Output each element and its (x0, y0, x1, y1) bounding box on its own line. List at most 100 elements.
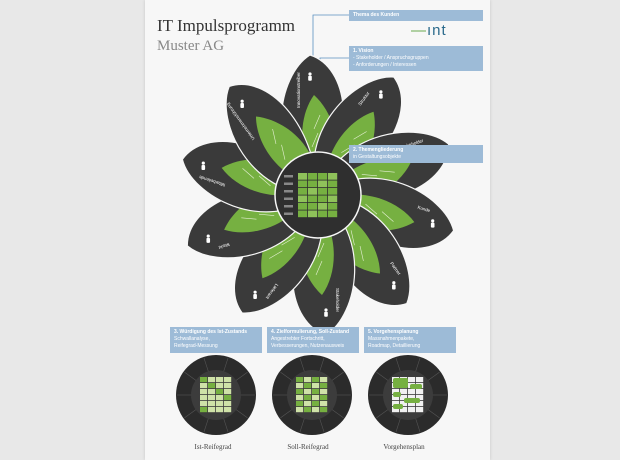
hub-grid-cell (298, 180, 308, 188)
plan-block (410, 384, 422, 389)
petal-label: Markt (217, 242, 230, 250)
hub-grid-cell (328, 173, 338, 180)
mini-grid-cell (320, 377, 328, 383)
label-ist-reifegrad: Ist-Reifegrad (194, 443, 232, 451)
mini-wheel-spoke (235, 408, 248, 419)
mini-grid-cell (400, 407, 408, 413)
callout-plan-heading: 5. Vorgehensplanung (368, 329, 419, 335)
mini-grid-cell (320, 407, 328, 413)
person-icon-body (379, 93, 383, 99)
person-icon (379, 90, 383, 99)
callout-plan-line-2: Roadmap, Detaillierung (368, 343, 421, 349)
mini-grid-cell (216, 395, 224, 401)
mini-grid-cell (400, 389, 408, 395)
mini-grid-cell (408, 377, 416, 383)
hub-grid-cell (328, 195, 338, 203)
hub-row-marker (284, 175, 293, 178)
mini-grid-cell (296, 383, 304, 389)
connector-client-theme (312, 14, 349, 62)
mini-wheel-spoke (203, 417, 209, 433)
person-icon-head (392, 281, 396, 285)
plan-block (393, 392, 401, 397)
mini-grid-cell (296, 395, 304, 401)
callout-vision-line-1: - Stakeholder / Anspruchsgruppen (353, 55, 429, 61)
callout-plan: 5. Vorgehensplanung Massnahmenpakete, Ro… (364, 327, 456, 353)
mini-grid-cell (408, 395, 416, 401)
mini-wheel-spoke (319, 417, 325, 433)
hub-grid-cell (318, 180, 328, 188)
petal-stripe (259, 213, 275, 216)
hub-row-marker (284, 182, 293, 185)
mini-wheel-spoke (395, 417, 401, 433)
petal-stripe (365, 203, 378, 215)
hub-layer (274, 151, 362, 239)
plan-block (404, 398, 420, 403)
mini-grid-cell (408, 389, 416, 395)
hub-grid-cell (318, 195, 328, 203)
plan-block (393, 378, 408, 388)
mini-grid-cell (392, 395, 400, 401)
mini-grid-cell (304, 395, 312, 401)
mini-grid-cell (304, 407, 312, 413)
hub-grid-cell (328, 210, 338, 218)
person-icon (308, 72, 312, 81)
petal-stripe (353, 131, 367, 140)
mini-grid-cell (312, 407, 320, 413)
petal-label: Stakeholder (335, 288, 340, 313)
mini-grid-cell (296, 377, 304, 383)
mini-grid-cell (408, 407, 416, 413)
person-icon (253, 290, 257, 299)
mini-grid-cell (296, 389, 304, 395)
mini-wheel-soll (272, 355, 352, 435)
callout-client-theme-heading: Thema des Kunden (353, 12, 400, 18)
person-icon-head (431, 219, 435, 223)
person-icon-body (324, 311, 328, 317)
petal-stripe (361, 174, 377, 177)
mini-grid-cell (392, 389, 400, 395)
person-icon-head (324, 308, 328, 312)
person-icon (392, 281, 396, 290)
mini-grid-cell (208, 389, 216, 395)
mini-grid-cell (216, 401, 224, 407)
hub-grid-cell (308, 195, 318, 203)
mini-grid-cell (208, 395, 216, 401)
petal-stripe (317, 242, 325, 258)
mini-grid-cell (296, 407, 304, 413)
petal-stripe (350, 230, 355, 246)
mini-grid-cell (312, 389, 320, 395)
callout-structure: 2. Themengliederung in Gestaltungsobjekt… (349, 145, 483, 163)
hub-grid-cell (308, 210, 318, 218)
hub-grid-cell (318, 210, 328, 218)
mini-wheel-spoke (184, 371, 197, 382)
person-icon-body (240, 103, 244, 109)
petal-stripe (381, 211, 394, 222)
hub-grid-cell (298, 188, 308, 195)
person-icon-head (206, 234, 210, 238)
mini-grid-cell (416, 389, 424, 395)
callout-vision-heading: 1. Vision (353, 48, 374, 54)
mini-grid-cell (208, 383, 216, 389)
petal-stripe (272, 129, 277, 145)
person-icon-body (206, 237, 211, 243)
mini-grid-cell (200, 401, 208, 407)
mini-grid-cell (416, 395, 424, 401)
mini-grid-cell (320, 395, 328, 401)
mini-grid-cell (296, 401, 304, 407)
mini-grid-cell (208, 377, 216, 383)
hub-grid-cell (308, 203, 318, 210)
plan-block (393, 404, 403, 409)
logo-mark-icon: — (411, 22, 427, 39)
callout-structure-line-1: in Gestaltungsobjekte (353, 154, 402, 160)
person-icon-body (201, 164, 206, 170)
petal-stripe (315, 260, 323, 276)
hub-grid-cell (308, 173, 318, 180)
mini-grid-cell (224, 407, 232, 413)
hub-grid-cell (328, 180, 338, 188)
mini-grid-cell (312, 377, 320, 383)
hub-grid-cell (308, 180, 318, 188)
person-icon-head (240, 99, 244, 103)
mini-grid-cell (200, 389, 208, 395)
mini-grid-cell (416, 401, 424, 407)
mini-wheel-spoke (319, 357, 325, 373)
mini-grid-cell (392, 401, 400, 407)
